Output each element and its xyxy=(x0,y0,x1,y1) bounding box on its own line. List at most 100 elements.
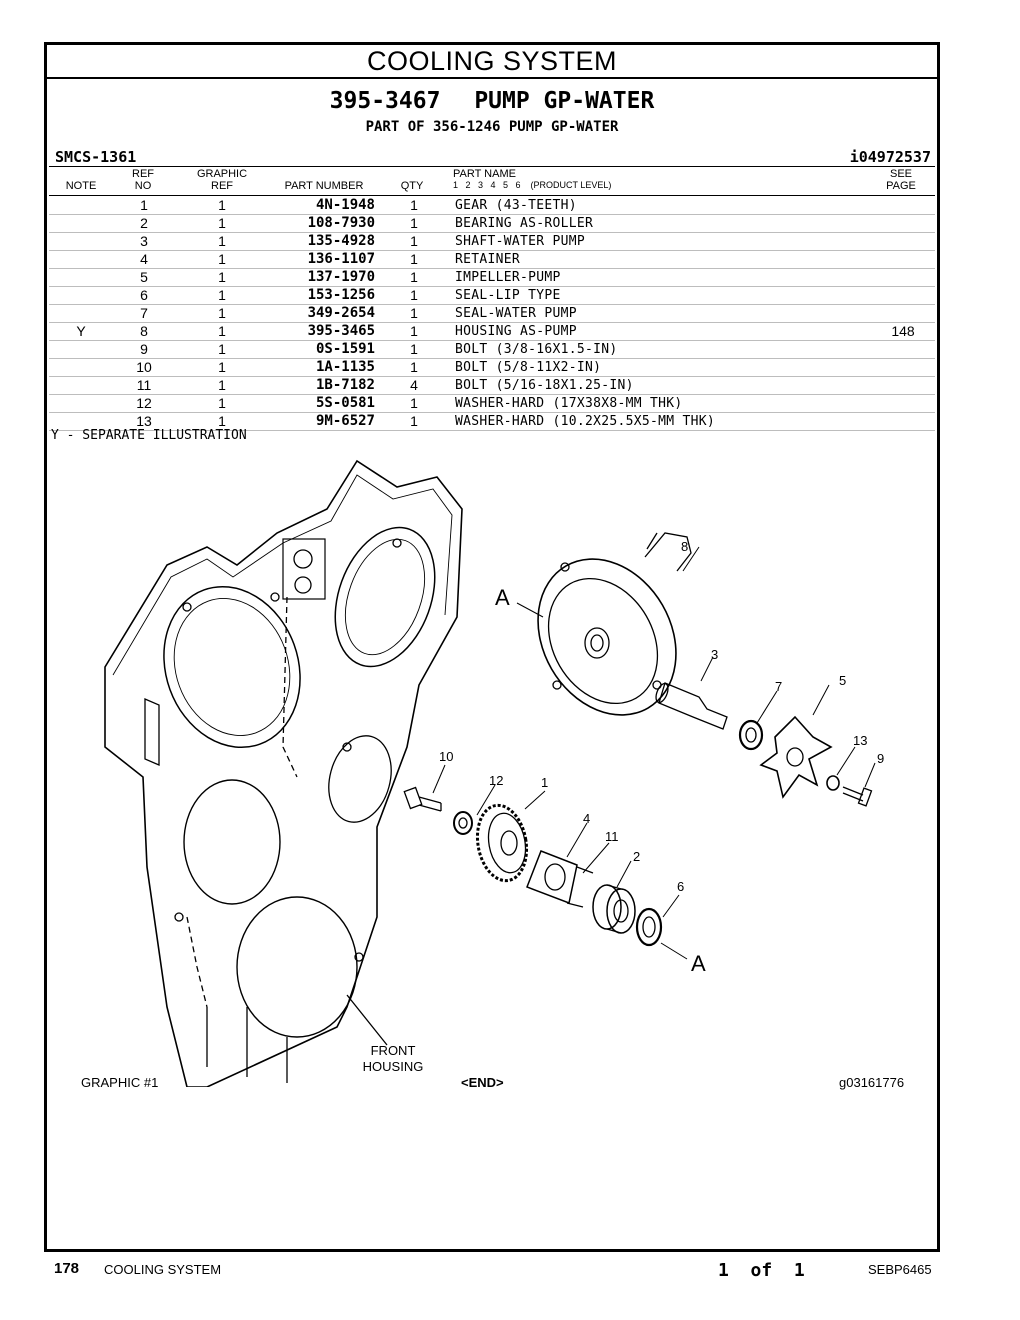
row-see-page: 148 xyxy=(891,323,915,339)
row-qty: 1 xyxy=(410,359,418,375)
bearing-drawing xyxy=(592,884,636,934)
row-part-number: 5S-0581 xyxy=(315,395,375,411)
table-header-top-rule xyxy=(49,166,935,167)
callout-1: 1 xyxy=(541,775,548,790)
callout-10: 10 xyxy=(439,749,453,764)
front-housing-label-2: HOUSING xyxy=(363,1059,424,1074)
col-note: NOTE xyxy=(65,180,97,192)
row-part-number: 153-1256 xyxy=(307,287,375,303)
row-qty: 1 xyxy=(410,341,418,357)
front-housing-drawing xyxy=(104,459,463,1087)
row-qty: 1 xyxy=(410,413,418,429)
seal-lip-drawing xyxy=(635,907,663,947)
callout-4: 4 xyxy=(583,811,590,826)
row-part-number: 0S-1591 xyxy=(315,341,375,357)
row-part-name: SEAL-LIP TYPE xyxy=(455,288,561,303)
row-ref-no: 13 xyxy=(136,413,152,429)
separate-illustration-note: Y - SEPARATE ILLUSTRATION xyxy=(51,428,247,443)
row-graphic-ref: 1 xyxy=(218,233,226,249)
row-part-number: 137-1970 xyxy=(307,269,375,285)
row-qty: 1 xyxy=(410,287,418,303)
row-part-name: BEARING AS-ROLLER xyxy=(455,216,594,231)
exploded-view-illustration: 8 3 7 5 13 9 10 12 1 4 11 2 6 A A FRONT … xyxy=(104,459,884,1087)
group-name: PUMP GP-WATER xyxy=(474,88,655,114)
row-graphic-ref: 1 xyxy=(218,287,226,303)
row-part-name: WASHER-HARD (17X38X8-MM THK) xyxy=(455,396,683,411)
col-product-level: 1 2 3 4 5 6 (PRODUCT LEVEL) xyxy=(453,180,612,190)
row-part-number: 1A-1135 xyxy=(315,359,375,375)
row-ref-no: 8 xyxy=(140,323,148,339)
row-qty: 1 xyxy=(410,323,418,339)
callout-leaders xyxy=(432,546,876,960)
col-ref-top: REF xyxy=(132,168,154,180)
row-part-number: 349-2654 xyxy=(307,305,375,321)
pump-housing-drawing xyxy=(537,532,692,716)
detail-letter-a-bottom: A xyxy=(691,951,706,976)
row-ref-no: 3 xyxy=(140,233,148,249)
col-qty: QTY xyxy=(400,180,424,192)
footer-page-of: 1 of 1 xyxy=(718,1260,805,1281)
row-part-number: 395-3465 xyxy=(307,323,375,339)
detail-letter-a-top: A xyxy=(495,585,510,610)
impeller-drawing xyxy=(759,715,833,799)
group-title: 395-3467 PUMP GP-WATER xyxy=(47,88,937,114)
row-part-name: WASHER-HARD (10.2X25.5X5-MM THK) xyxy=(455,414,716,429)
row-graphic-ref: 1 xyxy=(218,413,226,429)
row-part-number: 9M-6527 xyxy=(315,413,375,429)
row-part-name: BOLT (5/8-11X2-IN) xyxy=(455,360,602,375)
row-ref-no: 9 xyxy=(140,341,148,357)
col-see-top: SEE xyxy=(889,168,912,180)
row-part-name: BOLT (5/16-18X1.25-IN) xyxy=(455,378,634,393)
col-ref-bottom: NO xyxy=(134,180,152,192)
callout-2: 2 xyxy=(633,849,640,864)
shaft-drawing xyxy=(655,682,728,730)
row-graphic-ref: 1 xyxy=(218,197,226,213)
row-graphic-ref: 1 xyxy=(218,251,226,267)
callout-3: 3 xyxy=(711,647,718,662)
row-ref-no: 11 xyxy=(136,377,152,393)
callout-5: 5 xyxy=(839,673,846,688)
row-graphic-ref: 1 xyxy=(218,269,226,285)
col-see-bottom: PAGE xyxy=(886,180,916,192)
row-ref-no: 12 xyxy=(136,395,152,411)
row-graphic-ref: 1 xyxy=(218,341,226,357)
col-part-name: PART NAME xyxy=(453,168,516,180)
row-part-number: 108-7930 xyxy=(307,215,375,231)
row-graphic-ref: 1 xyxy=(218,359,226,375)
row-ref-no: 2 xyxy=(140,215,148,231)
row-graphic-ref: 1 xyxy=(218,305,226,321)
page-frame: COOLING SYSTEM 395-3467 PUMP GP-WATER PA… xyxy=(44,42,940,1252)
row-graphic-ref: 1 xyxy=(218,323,226,339)
callout-13: 13 xyxy=(853,733,867,748)
row-part-name: SHAFT-WATER PUMP xyxy=(455,234,586,249)
row-qty: 1 xyxy=(410,305,418,321)
row-ref-no: 1 xyxy=(140,197,148,213)
col-part-number: PART NUMBER xyxy=(284,180,364,192)
illustration-id: i04972537 xyxy=(849,148,931,166)
row-ref-no: 4 xyxy=(140,251,148,267)
row-graphic-ref: 1 xyxy=(218,395,226,411)
row-ref-no: 7 xyxy=(140,305,148,321)
washer-12-drawing xyxy=(453,811,473,835)
retainer-drawing xyxy=(526,850,594,908)
smcs-code: SMCS-1361 xyxy=(55,148,137,166)
row-part-name: IMPELLER-PUMP xyxy=(455,270,561,285)
washer-bolt-9-13-drawing xyxy=(826,775,873,807)
callout-11: 11 xyxy=(605,829,619,844)
row-qty: 1 xyxy=(410,233,418,249)
footer-doc-id: SEBP6465 xyxy=(868,1262,932,1277)
gear-drawing xyxy=(475,803,529,883)
row-part-number: 4N-1948 xyxy=(315,197,375,213)
callout-6: 6 xyxy=(677,879,684,894)
seal-water-pump-drawing xyxy=(738,719,764,751)
